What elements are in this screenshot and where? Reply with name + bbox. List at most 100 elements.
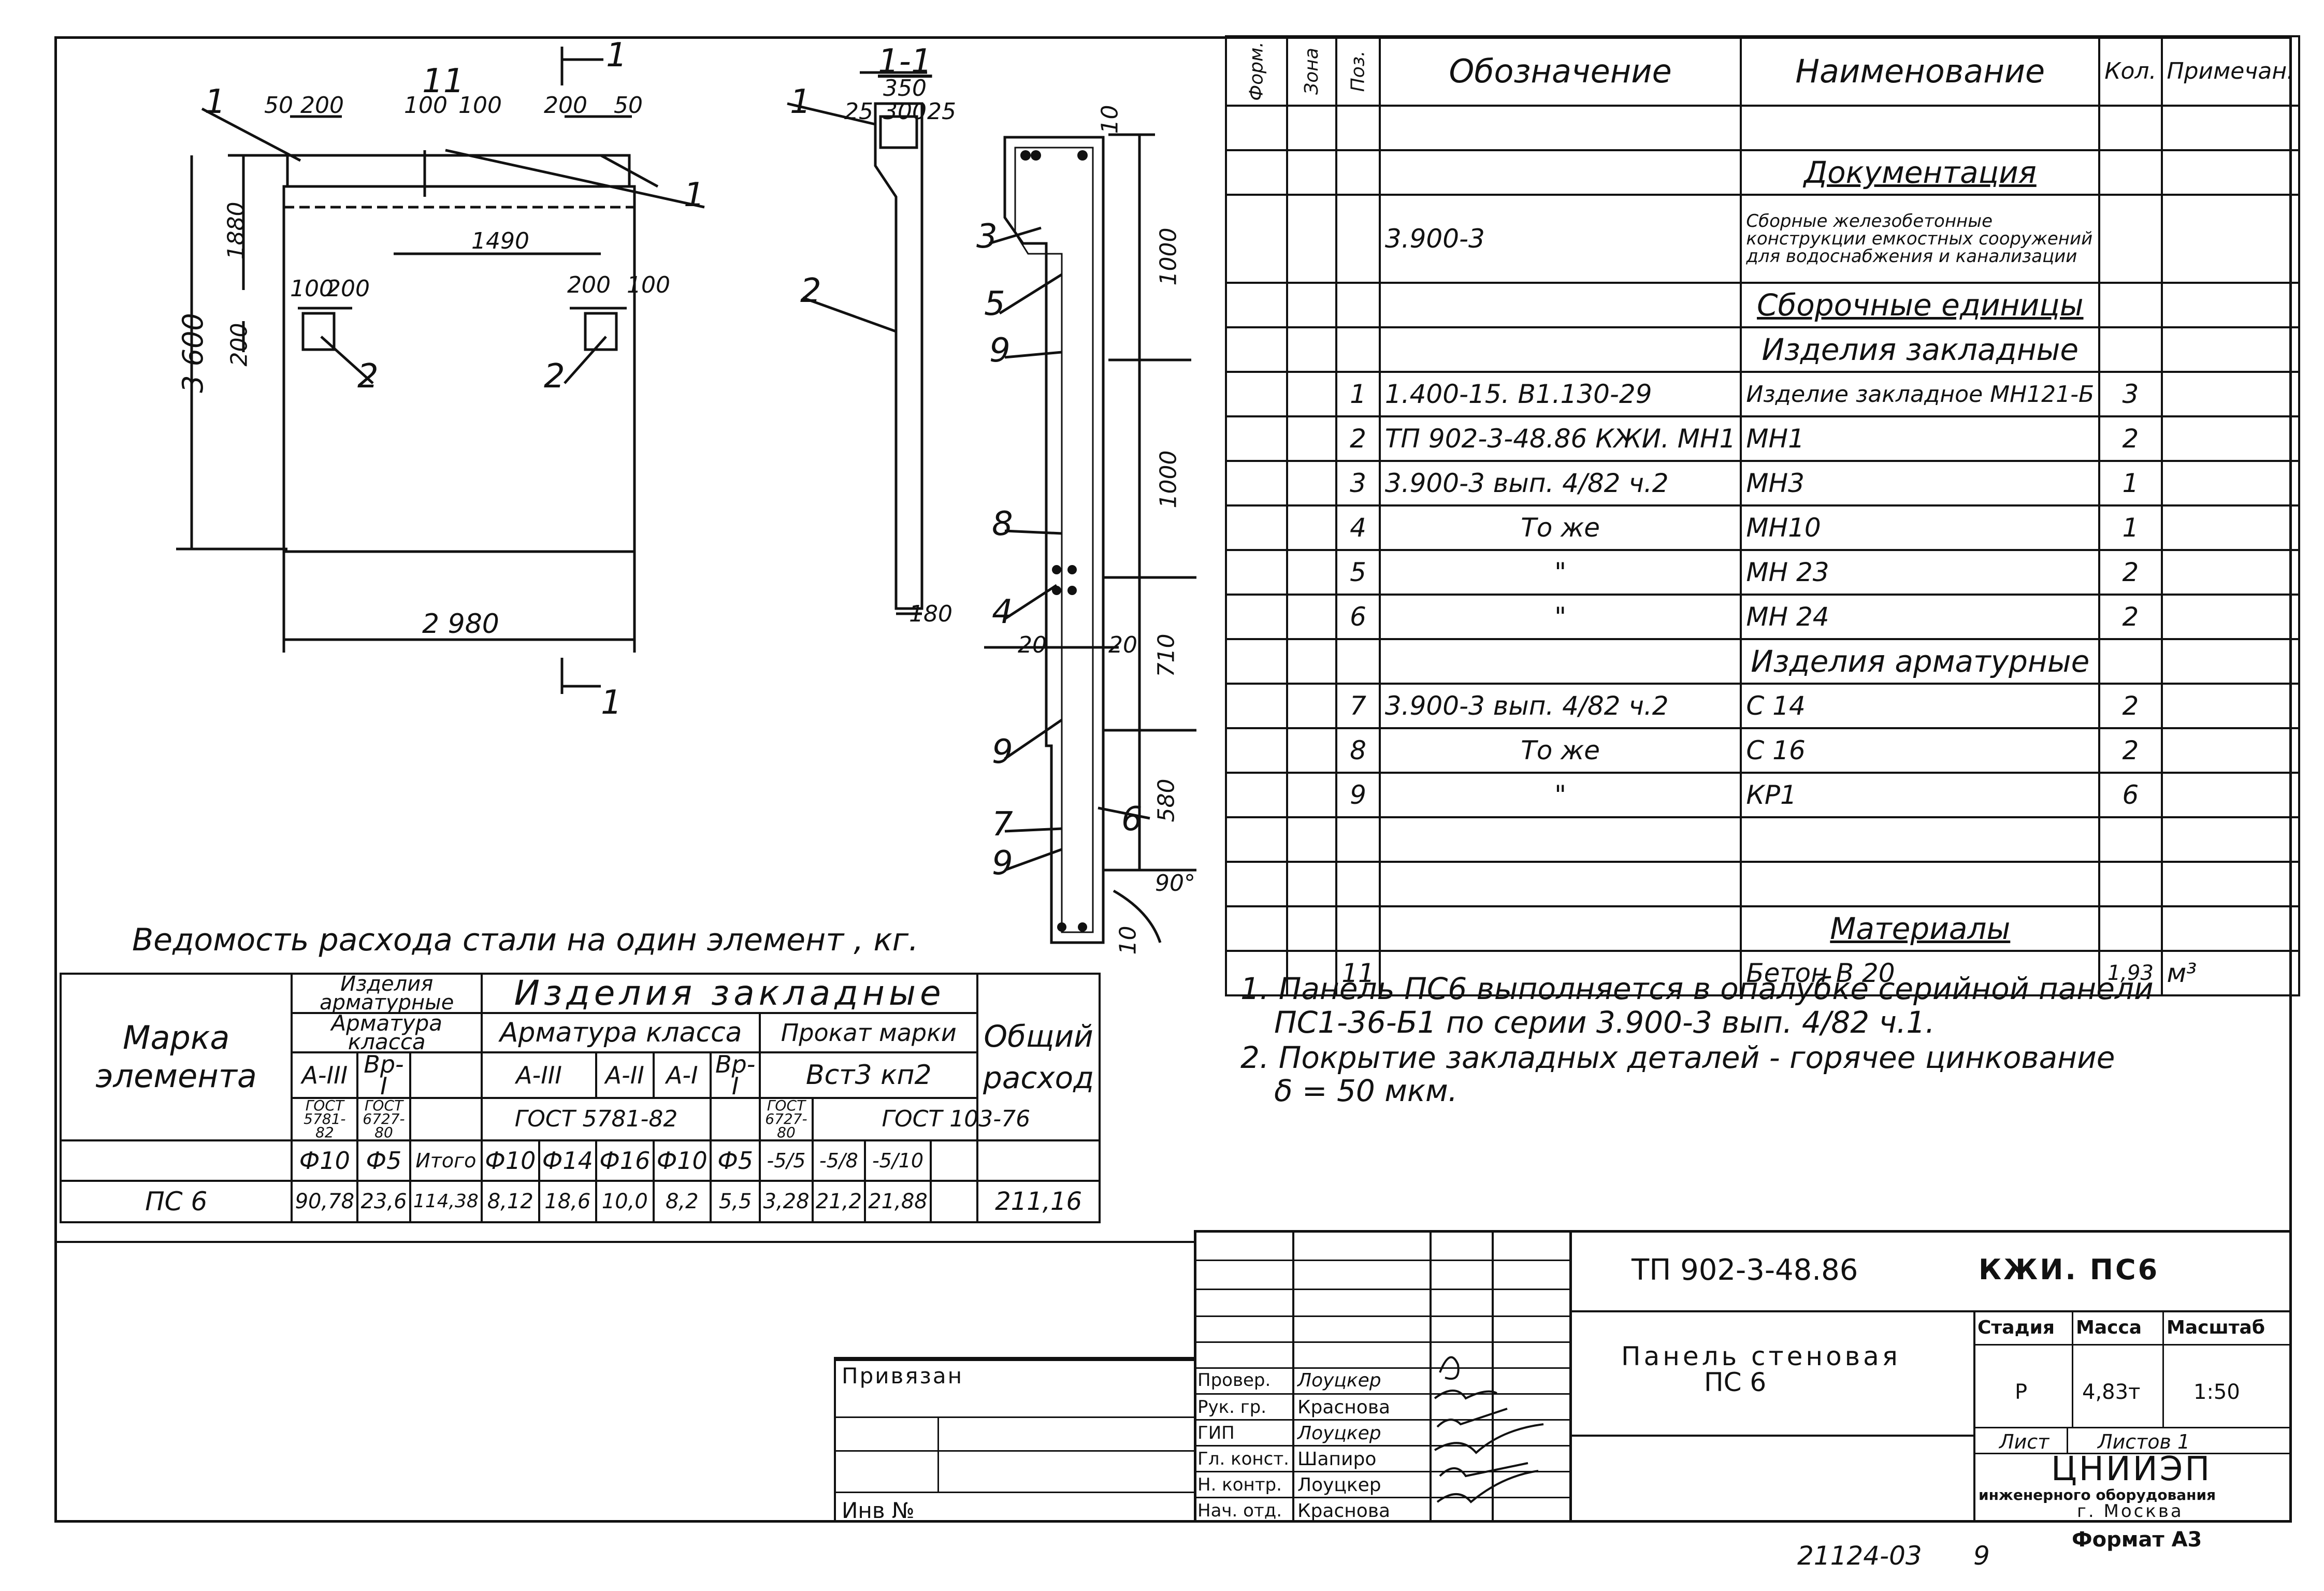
row-name: Бетон В 20: [1740, 950, 2101, 996]
value-cell: 5,5: [709, 1180, 761, 1223]
divider: [2072, 1310, 2073, 1427]
dim-label: 20: [1108, 632, 1137, 658]
section-cut-mark: 1: [606, 36, 627, 75]
divider: [937, 1416, 939, 1492]
role-label: Нач. отд.: [1197, 1500, 1282, 1521]
divider: [1569, 1230, 1572, 1523]
header-designation: Обозначение: [1378, 35, 1742, 107]
dim-label: 200: [567, 272, 611, 298]
row-name: МН3: [1740, 460, 2101, 507]
dim-label: 200: [544, 92, 587, 119]
row-qty: 2: [2098, 549, 2163, 596]
gost-cell: ГОСТ 6727-80: [759, 1097, 814, 1141]
diam-cell: [929, 1139, 979, 1182]
divider: [1973, 1310, 1975, 1523]
role-name: Лоуцкер: [1297, 1423, 1381, 1444]
divider: [1194, 1393, 1569, 1395]
note-line: δ = 50 мкм.: [1274, 1073, 1458, 1108]
mass-value: 4,83т: [2082, 1380, 2141, 1404]
org-city: г. Москва: [2077, 1501, 2184, 1522]
divider: [1194, 1315, 1569, 1317]
dim-label: 25: [927, 98, 956, 125]
doc-designation: 3.900-3: [1378, 194, 1742, 284]
spec-row: 3.900-3 Сборные железобетонные конструкц…: [1224, 194, 2301, 284]
row-qty: 2: [2098, 594, 2163, 640]
pos-mark: 2: [800, 272, 821, 310]
row-designation: ТП 902-3-48.86 КЖИ. МН1: [1378, 415, 1742, 462]
pos-mark: 6: [1121, 800, 1143, 838]
row-name: МН10: [1740, 504, 2101, 551]
role-name: Краснова: [1297, 1397, 1391, 1418]
sub-rebar-class: Арматура класса: [291, 1012, 483, 1053]
panel-elevation: [282, 154, 636, 553]
dim-label: 50: [614, 92, 643, 119]
divider: [2067, 1427, 2068, 1453]
row-name: С 16: [1740, 727, 2101, 774]
pos-mark: 2: [357, 357, 379, 396]
role-name: Шапиро: [1297, 1449, 1377, 1470]
title-block: [1194, 1230, 2292, 1523]
spec-row: 1 1.400-15. В1.130-29 Изделие закладное …: [1224, 371, 2301, 417]
section-embedded-items: Изделия закладные: [1740, 326, 2101, 373]
dim-label: 1880: [223, 201, 250, 260]
pos-mark: 9: [992, 733, 1013, 771]
diam-cell: -5/5: [759, 1139, 814, 1182]
spec-row: 6 " МН 24 2: [1224, 594, 2301, 640]
row-qty: 3: [2098, 371, 2163, 417]
detail-section: [1003, 136, 1105, 944]
divider: [834, 1357, 1194, 1361]
dim-label: 350: [883, 75, 927, 102]
group-embedded: Изделия закладные: [481, 973, 979, 1014]
dim-label: 1000: [1155, 450, 1182, 509]
gost-cell: ГОСТ 5781-82: [291, 1097, 359, 1141]
dim-label: 100: [627, 272, 670, 298]
specification-table: Форм. Зона Поз. Обозначение Наименование…: [1224, 35, 2301, 996]
header-note: Примечан.: [2160, 35, 2301, 107]
section-rebar-items: Изделия арматурные: [1740, 638, 2101, 685]
dim-label: 25: [844, 98, 873, 125]
class-cell: Вр-I: [356, 1051, 411, 1099]
drawing-title: Панель стеновая: [1621, 1341, 1901, 1371]
panel-drawing: [176, 47, 1196, 944]
diam-cell: Ф14: [538, 1139, 598, 1182]
dim-label: 200: [300, 92, 344, 119]
dim-label: 3 600: [176, 313, 209, 393]
value-cell: 3,28: [759, 1180, 814, 1223]
value-cell: [929, 1180, 979, 1223]
row-pos: 3: [1335, 460, 1381, 507]
header-pos: Поз.: [1335, 35, 1381, 107]
dim-label: 100: [404, 92, 448, 119]
row-designation: То же: [1378, 727, 1742, 774]
divider: [1194, 1367, 1569, 1369]
row-name: МН 24: [1740, 594, 2101, 640]
row-designation: 1.400-15. В1.130-29: [1378, 371, 1742, 417]
row-total: 211,16: [976, 1180, 1101, 1223]
org-subname: инженерного оборудования: [1979, 1486, 2216, 1503]
archive-number: 21124-03: [1797, 1541, 1922, 1571]
row-pos: 4: [1335, 504, 1381, 551]
row-designation: 3.900-3 вып. 4/82 ч.2: [1378, 460, 1742, 507]
drawing-code: ТП 902-3-48.86: [1632, 1253, 1858, 1287]
divider: [1430, 1230, 1432, 1523]
diam-cell: Ф10: [291, 1139, 359, 1182]
spec-row: Изделия закладные: [1224, 326, 2301, 373]
note-line: 1. Панель ПС6 выполняется в опалубке сер…: [1240, 971, 2154, 1006]
spec-row: [1224, 861, 2301, 907]
row-qty: 2: [2098, 727, 2163, 774]
divider: [1973, 1427, 2292, 1428]
role-name: Лоуцкер: [1297, 1370, 1381, 1391]
class-cell: А-III: [481, 1051, 598, 1099]
diam-cell: Итого: [409, 1139, 483, 1182]
divider: [1973, 1344, 2292, 1346]
value-cell: 8,2: [652, 1180, 712, 1223]
header-form: Форм.: [1224, 35, 1289, 107]
dim-label: 710: [1153, 633, 1180, 677]
row-name: С 14: [1740, 683, 2101, 729]
note-line: ПС1-36-Б1 по серии 3.900-3 вып. 4/82 ч.1…: [1274, 1005, 1935, 1040]
row-mark: ПС 6: [59, 1180, 293, 1223]
divider: [1492, 1230, 1494, 1523]
spec-row: Документация: [1224, 149, 2301, 196]
divider: [1194, 1445, 1569, 1447]
section-assembly-units: Сборочные единицы: [1740, 282, 2101, 328]
diam-cell: Ф10: [481, 1139, 540, 1182]
